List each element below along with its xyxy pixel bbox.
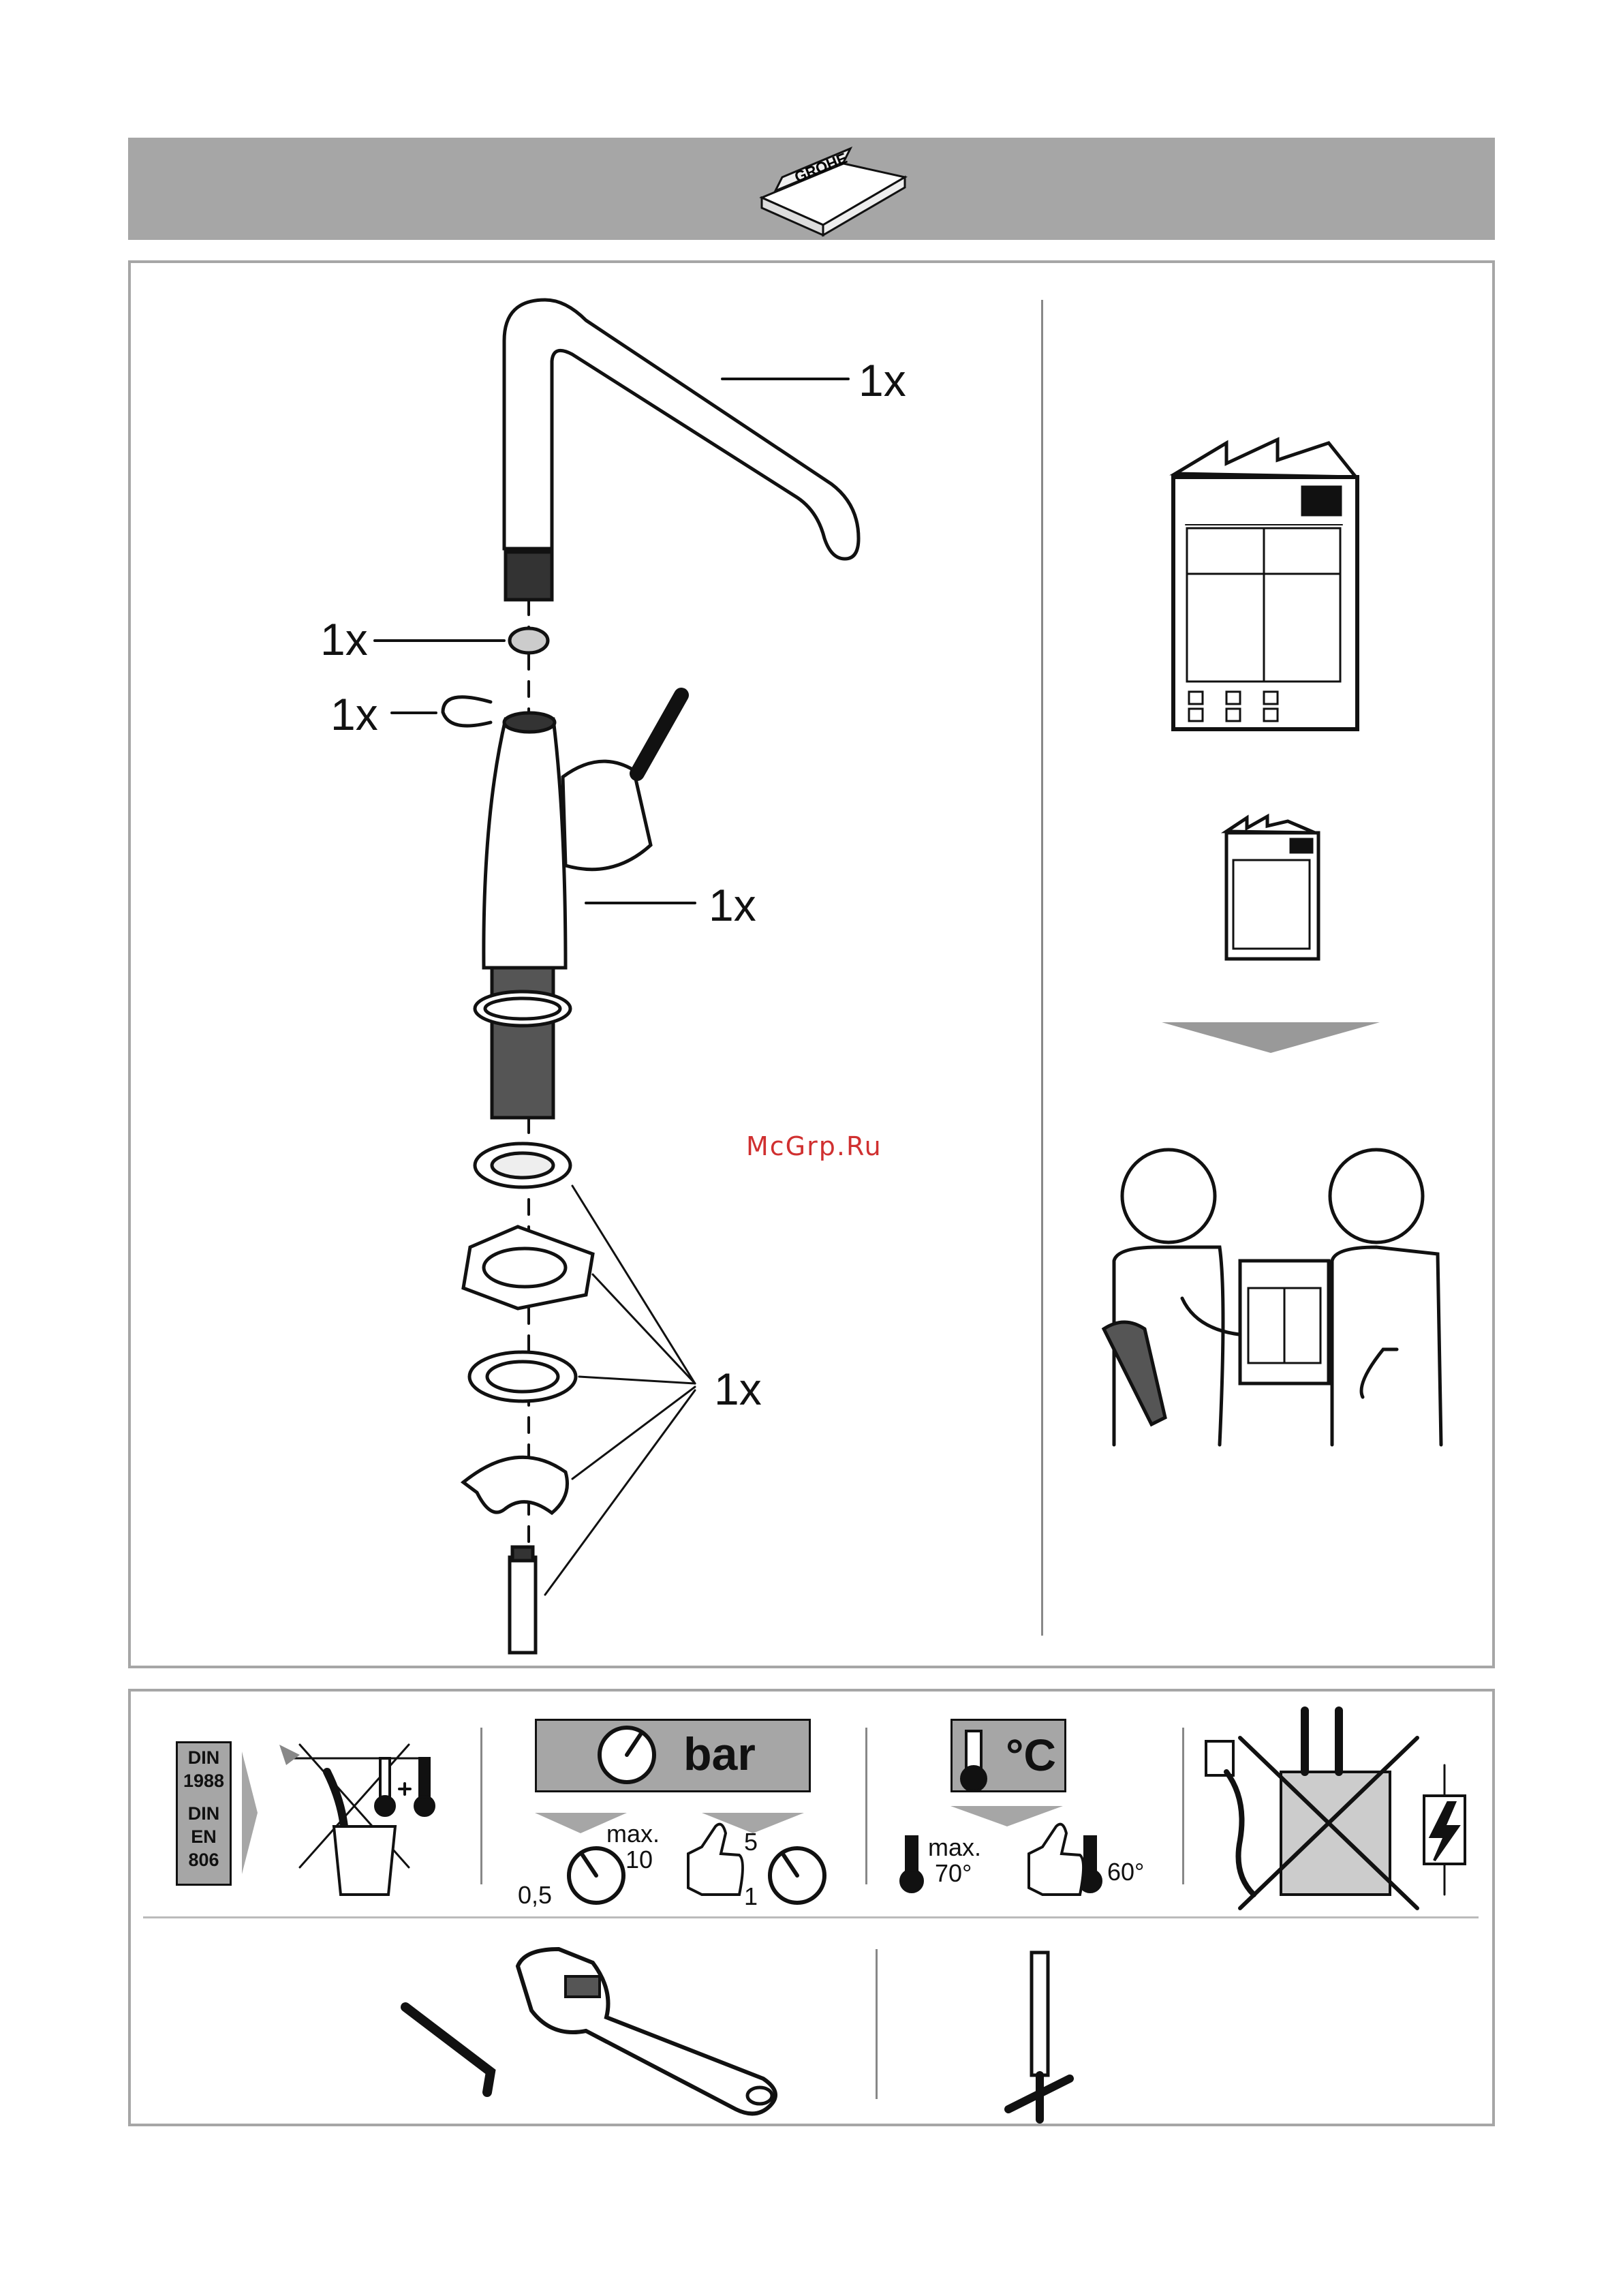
thermometer-icon [375, 1758, 434, 1816]
flush-bucket-icon [279, 1745, 422, 1895]
thumbs-up-icon [688, 1824, 743, 1895]
socket-tool-icon [1008, 1953, 1070, 2119]
adjustable-wrench-icon [518, 1949, 775, 2113]
pressure-gauge-icon [600, 1728, 654, 1782]
hex-key-icon [405, 2007, 491, 2092]
no-water-heater-icon [1206, 1711, 1465, 1908]
